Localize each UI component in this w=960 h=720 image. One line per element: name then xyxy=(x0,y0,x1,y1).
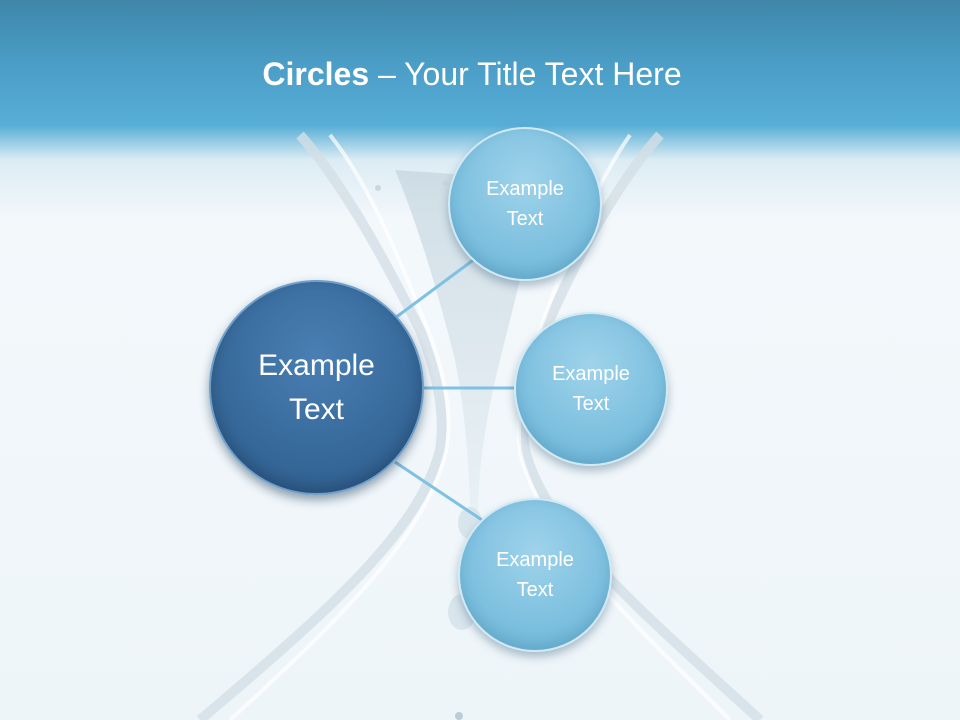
node-circle-1: Example Text xyxy=(448,127,602,281)
connector-3 xyxy=(394,460,483,522)
node-3-line1: Example xyxy=(496,549,574,571)
center-circle-text: Example Text xyxy=(258,344,375,432)
center-circle: Example Text xyxy=(209,280,424,495)
node-2-line1: Example xyxy=(552,363,630,385)
node-1-line2: Text xyxy=(506,208,544,230)
node-1-line1: Example xyxy=(486,178,564,200)
node-2-line2: Text xyxy=(572,393,610,415)
node-2-text: Example Text xyxy=(552,359,630,419)
node-circle-2: Example Text xyxy=(514,312,668,466)
title-bold: Circles xyxy=(262,56,370,92)
title-rest: – Your Title Text Here xyxy=(369,56,682,92)
node-3-line2: Text xyxy=(516,579,554,601)
node-3-text: Example Text xyxy=(496,545,574,605)
connector-1 xyxy=(394,253,481,320)
node-1-text: Example Text xyxy=(486,174,564,234)
node-circle-3: Example Text xyxy=(458,498,612,652)
slide-title: Circles – Your Title Text Here xyxy=(0,52,944,96)
center-text-line1: Example xyxy=(258,348,375,382)
center-text-line2: Text xyxy=(288,392,345,426)
